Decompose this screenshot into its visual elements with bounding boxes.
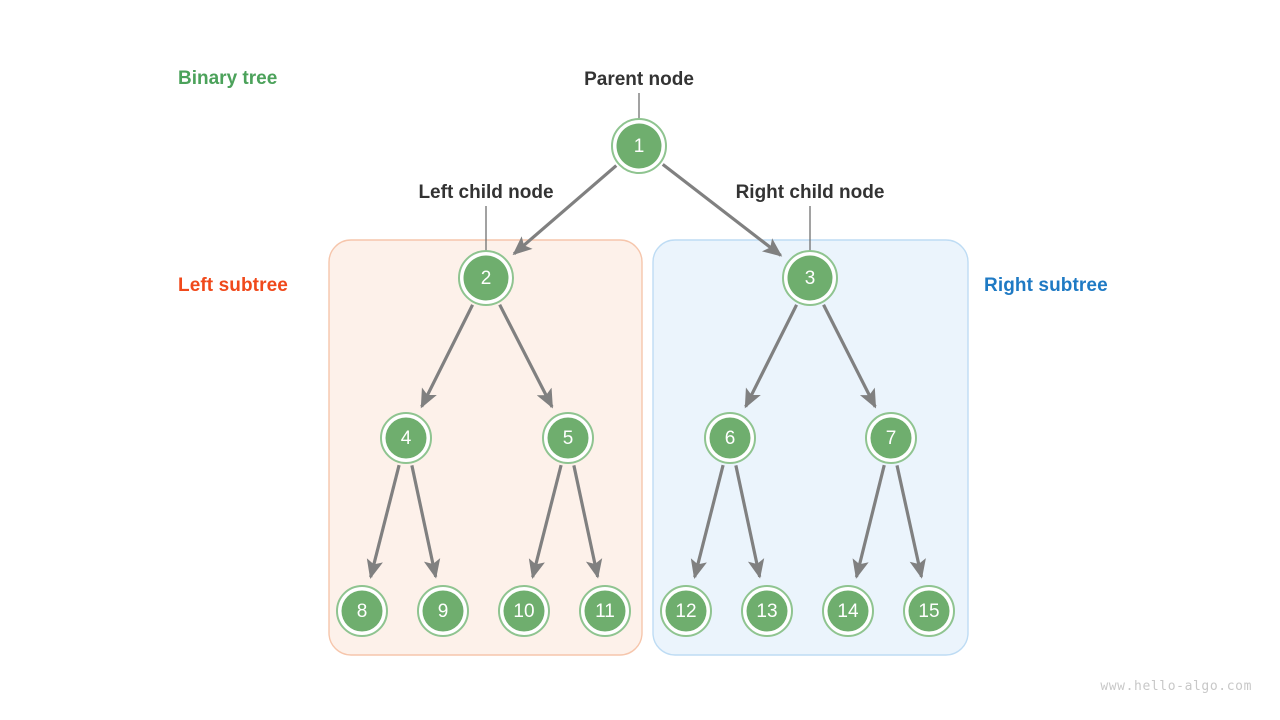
edge-5-10 (528, 464, 563, 579)
node-11[interactable]: 11 (579, 585, 631, 637)
tree-edges (366, 163, 926, 579)
edge-2-4 (420, 304, 475, 409)
node-14[interactable]: 14 (822, 585, 874, 637)
node-2-fill (463, 255, 509, 301)
right-subtree-label: Right subtree (984, 275, 1108, 296)
edge-6-12 (690, 464, 725, 579)
node-3-fill (787, 255, 833, 301)
node-5-value: 5 (563, 428, 574, 449)
node-5[interactable]: 5 (542, 412, 594, 464)
node-6-value: 6 (725, 428, 736, 449)
node-12[interactable]: 12 (660, 585, 712, 637)
node-2-value: 2 (481, 268, 492, 289)
edge-5-11 (572, 465, 603, 579)
node-15-value: 15 (918, 601, 939, 622)
right-child-node-label: Right child node (736, 182, 885, 203)
edge-6-13 (734, 465, 765, 579)
annotation-pointers (485, 93, 811, 254)
node-10-value: 10 (513, 601, 534, 622)
node-5-fill (547, 417, 589, 459)
node-3-value: 3 (805, 268, 816, 289)
node-4[interactable]: 4 (380, 412, 432, 464)
node-4-fill (385, 417, 427, 459)
node-13-value: 13 (756, 601, 777, 622)
node-8-value: 8 (357, 601, 368, 622)
node-9[interactable]: 9 (417, 585, 469, 637)
edge-7-14 (852, 464, 886, 579)
node-10-fill (503, 590, 545, 632)
node-11-fill (584, 590, 626, 632)
node-9-value: 9 (438, 601, 449, 622)
node-15[interactable]: 15 (903, 585, 955, 637)
edge-1-2 (512, 164, 618, 256)
node-7-value: 7 (886, 428, 897, 449)
node-1[interactable]: 1 (611, 118, 667, 174)
node-2[interactable]: 2 (458, 250, 514, 306)
edge-1-3 (661, 163, 783, 257)
parent-node-label: Parent node (584, 69, 694, 90)
node-11-value: 11 (595, 601, 615, 622)
left-child-node-label: Left child node (418, 182, 553, 203)
node-13[interactable]: 13 (741, 585, 793, 637)
node-13-fill (746, 590, 788, 632)
node-10[interactable]: 10 (498, 585, 550, 637)
edge-4-8 (366, 464, 401, 579)
watermark: www.hello-algo.com (1100, 679, 1252, 694)
node-1-value: 1 (634, 136, 645, 157)
node-9-fill (422, 590, 464, 632)
subtree-boxes (328, 239, 969, 656)
page-title: Binary tree (178, 68, 277, 89)
diagram-labels: Left subtree Right subtree Binary tree Pare… (178, 68, 1252, 694)
edge-3-7 (822, 304, 877, 409)
node-14-value: 14 (837, 601, 859, 622)
left-subtree-label: Left subtree (178, 275, 288, 296)
node-14-fill (827, 590, 869, 632)
edge-4-9 (410, 465, 441, 579)
node-7-fill (870, 417, 912, 459)
node-3[interactable]: 3 (782, 250, 838, 306)
node-12-value: 12 (675, 601, 696, 622)
node-8-fill (341, 590, 383, 632)
node-6[interactable]: 6 (704, 412, 756, 464)
edge-7-15 (895, 465, 926, 579)
node-1-fill (616, 123, 662, 169)
node-15-fill (908, 590, 950, 632)
node-12-fill (665, 590, 707, 632)
node-4-value: 4 (401, 428, 412, 449)
edge-2-5 (498, 303, 554, 409)
node-7[interactable]: 7 (865, 412, 917, 464)
edge-3-6 (744, 304, 799, 409)
node-6-fill (709, 417, 751, 459)
node-8[interactable]: 8 (336, 585, 388, 637)
